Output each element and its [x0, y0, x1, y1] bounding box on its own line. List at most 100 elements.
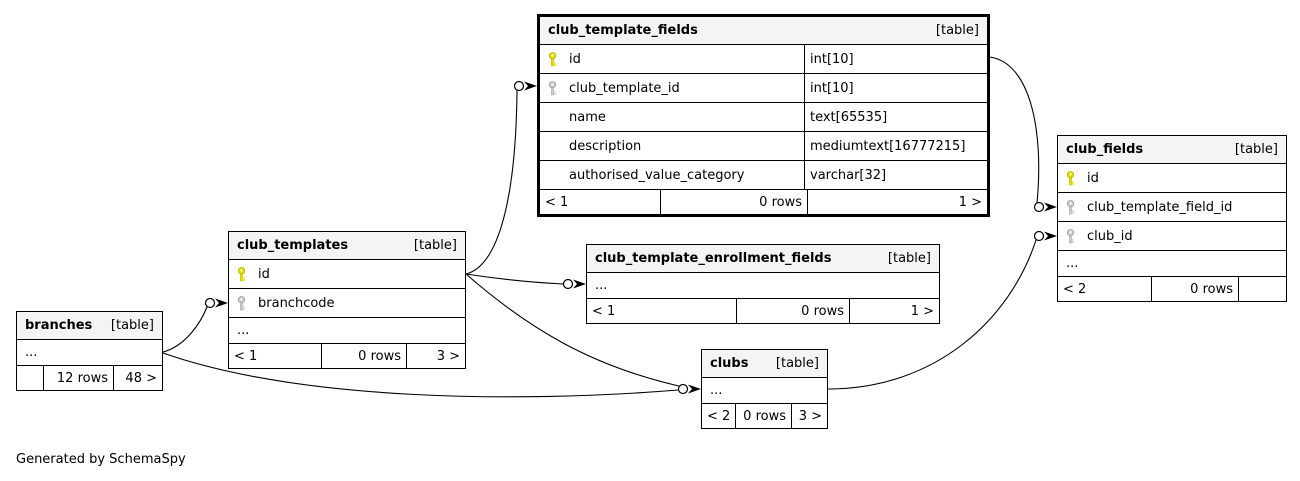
club_template_fields-column-club_template_id: club_template_id int[10] — [540, 74, 987, 103]
table-header: club_template_fields [table] — [540, 17, 987, 45]
column-type: text[65535] — [804, 103, 987, 131]
table-type-tag: [table] — [413, 238, 457, 253]
key-icon-cell — [540, 45, 569, 73]
clubs-column-ellipsis: ... — [702, 378, 827, 404]
footer-prev[interactable]: < 2 — [1063, 281, 1087, 297]
column-ellipsis: ... — [1066, 256, 1079, 271]
column-type: int[10] — [804, 74, 987, 102]
table-title[interactable]: branches — [25, 318, 93, 333]
relation-club_templates-clubs — [465, 273, 701, 395]
column-type: varchar[32] — [804, 161, 987, 189]
column-ellipsis: ... — [237, 323, 250, 338]
column-ellipsis: ... — [25, 345, 38, 360]
table-title[interactable]: club_template_enrollment_fields — [595, 251, 832, 266]
footer-row-count: 0 rows — [736, 299, 849, 323]
key-icon-cell — [540, 74, 569, 102]
column-name: branchcode — [258, 295, 335, 311]
table-columns: ... — [17, 340, 162, 366]
column-name: description — [569, 138, 642, 154]
club_template_fields-column-description: description mediumtext[16777215] — [540, 132, 987, 161]
foreign-key-icon — [1066, 228, 1075, 243]
footer-prev[interactable]: < 2 — [707, 408, 731, 424]
footer-row-count: 0 rows — [735, 404, 791, 428]
column-name: club_id — [1087, 228, 1133, 244]
table-header: club_fields [table] — [1058, 136, 1286, 164]
table-title[interactable]: club_templates — [237, 238, 349, 253]
club_templates-column-branchcode: branchcode — [229, 289, 465, 318]
footer-next[interactable]: 3 > — [406, 344, 465, 368]
primary-key-icon — [237, 266, 246, 281]
table-header: clubs [table] — [702, 350, 827, 378]
table-type-tag: [table] — [775, 356, 819, 371]
column-type: mediumtext[16777215] — [804, 132, 987, 160]
table-title[interactable]: clubs — [710, 356, 749, 371]
footer-row-count: 0 rows — [660, 190, 807, 214]
table-header: club_templates [table] — [229, 232, 465, 260]
column-name: id — [258, 266, 270, 282]
key-icon-cell — [1058, 193, 1087, 221]
footer-prev[interactable]: < 1 — [592, 303, 616, 319]
footer-next[interactable]: 1 > — [849, 299, 939, 323]
column-ellipsis: ... — [595, 278, 608, 293]
table-columns: id club_template_field_id club_id... — [1058, 164, 1286, 277]
key-icon-cell — [540, 132, 569, 160]
branches-column-ellipsis: ... — [17, 340, 162, 366]
footer-prev[interactable]: < 1 — [545, 194, 569, 210]
footer-prev[interactable]: < 1 — [234, 348, 258, 364]
table-branches: branches [table] ... 12 rows 48 > — [16, 311, 163, 391]
column-type: int[10] — [804, 45, 987, 73]
relation-club_templates-club_template_fields — [465, 80, 537, 275]
table-header: branches [table] — [17, 312, 162, 340]
column-name: name — [569, 109, 606, 125]
key-icon-cell — [229, 289, 258, 317]
table-clubs: clubs [table] ... < 2 0 rows 3 > — [701, 349, 828, 429]
table-footer: 12 rows 48 > — [17, 366, 162, 390]
table-footer: < 1 0 rows 3 > — [229, 344, 465, 368]
table-title[interactable]: club_fields — [1066, 142, 1144, 157]
column-name: club_template_id — [569, 80, 680, 96]
footer-row-count: 12 rows — [43, 366, 113, 390]
column-ellipsis: ... — [710, 383, 723, 398]
key-icon-cell — [540, 103, 569, 131]
club_fields-column-id: id — [1058, 164, 1286, 193]
footer-next[interactable]: 48 > — [113, 366, 162, 390]
key-icon-cell — [540, 161, 569, 189]
generator-credit: Generated by SchemaSpy — [16, 452, 186, 467]
table-club_template_enrollment_fields: club_template_enrollment_fields [table] … — [586, 244, 940, 324]
relation-branches-clubs — [162, 352, 679, 398]
relation-club_templates-club_template_enrollment_fields — [465, 273, 586, 290]
club_template_enrollment_fields-column-ellipsis: ... — [587, 273, 939, 299]
club_fields-column-ellipsis: ... — [1058, 251, 1286, 277]
footer-next[interactable]: 3 > — [791, 404, 827, 428]
table-header: club_template_enrollment_fields [table] — [587, 245, 939, 273]
table-footer: < 2 0 rows 3 > — [702, 404, 827, 428]
table-columns: ... — [587, 273, 939, 299]
club_templates-column-ellipsis: ... — [229, 318, 465, 344]
table-club_templates: club_templates [table] id branchcode... <… — [228, 231, 466, 369]
foreign-key-icon — [548, 80, 557, 95]
footer-row-count: 0 rows — [1151, 277, 1238, 301]
club_template_fields-column-name: name text[65535] — [540, 103, 987, 132]
footer-prev — [17, 366, 43, 390]
table-type-tag: [table] — [935, 23, 979, 38]
table-type-tag: [table] — [110, 318, 154, 333]
key-icon-cell — [229, 260, 258, 288]
club_fields-column-club_template_field_id: club_template_field_id — [1058, 193, 1286, 222]
table-footer: < 1 0 rows 1 > — [540, 190, 987, 214]
club_fields-column-club_id: club_id — [1058, 222, 1286, 251]
table-columns: ... — [702, 378, 827, 404]
relation-clubs-club_fields — [827, 230, 1057, 390]
footer-row-count: 0 rows — [321, 344, 406, 368]
relation-club_template_fields-club_fields — [989, 56, 1057, 213]
foreign-key-icon — [237, 295, 246, 310]
table-title[interactable]: club_template_fields — [548, 23, 698, 38]
column-name: club_template_field_id — [1087, 199, 1233, 215]
table-columns: id branchcode... — [229, 260, 465, 344]
footer-next[interactable]: 1 > — [807, 190, 987, 214]
column-name: id — [1087, 170, 1099, 186]
footer-next — [1238, 277, 1286, 301]
